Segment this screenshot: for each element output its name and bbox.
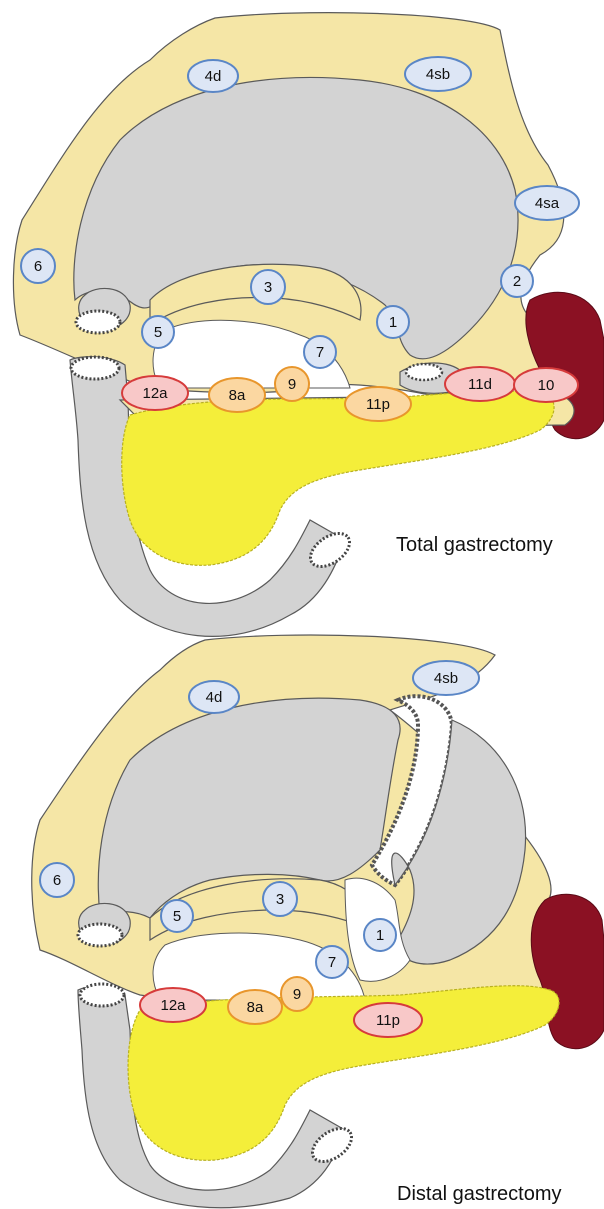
node-label: 3 bbox=[276, 891, 284, 908]
lymph-node-station-8a: 8a bbox=[209, 378, 265, 412]
lymph-node-station-8a: 8a bbox=[228, 990, 282, 1024]
lymph-node-station-9: 9 bbox=[275, 367, 309, 401]
node-label: 7 bbox=[316, 344, 324, 361]
caption-distal-gastrectomy: Distal gastrectomy bbox=[397, 1183, 562, 1205]
esophagus-lumen bbox=[406, 364, 442, 380]
node-label: 4d bbox=[205, 68, 222, 85]
node-label: 1 bbox=[376, 927, 384, 944]
lymph-node-station-11p: 11p bbox=[345, 387, 411, 421]
node-label: 4d bbox=[206, 689, 223, 706]
lymph-node-station-5: 5 bbox=[161, 900, 193, 932]
node-label: 12a bbox=[142, 385, 168, 402]
lymph-node-station-5: 5 bbox=[142, 316, 174, 348]
lymph-node-station-1: 1 bbox=[377, 306, 409, 338]
node-label: 4sb bbox=[426, 66, 450, 83]
lymph-node-station-12a: 12a bbox=[140, 988, 206, 1022]
lymph-node-station-4d: 4d bbox=[189, 681, 239, 713]
lymph-node-station-6: 6 bbox=[40, 863, 74, 897]
lymph-node-station-4sb: 4sb bbox=[405, 57, 471, 91]
node-label: 3 bbox=[264, 279, 272, 296]
lymph-node-station-6: 6 bbox=[21, 249, 55, 283]
node-label: 8a bbox=[247, 999, 264, 1016]
lymph-node-station-4sa: 4sa bbox=[515, 186, 579, 220]
lymph-node-station-4d: 4d bbox=[188, 60, 238, 92]
lymph-node-station-1: 1 bbox=[364, 919, 396, 951]
panel-distal-gastrectomy bbox=[32, 635, 604, 1208]
duodenum-lumen-top bbox=[80, 984, 124, 1006]
node-label: 9 bbox=[288, 376, 296, 393]
node-label: 11p bbox=[366, 396, 390, 413]
node-label: 5 bbox=[154, 324, 162, 341]
node-label: 6 bbox=[53, 872, 61, 889]
node-label: 11p bbox=[376, 1012, 400, 1029]
lymph-node-station-3: 3 bbox=[251, 270, 285, 304]
pylorus-lumen bbox=[76, 311, 120, 333]
node-label: 8a bbox=[229, 387, 246, 404]
node-label: 9 bbox=[293, 986, 301, 1003]
caption-total-gastrectomy: Total gastrectomy bbox=[396, 534, 553, 556]
node-label: 12a bbox=[160, 997, 186, 1014]
lymph-node-station-11d: 11d bbox=[445, 367, 515, 401]
node-label: 6 bbox=[34, 258, 42, 275]
node-label: 4sb bbox=[434, 670, 458, 687]
lymph-node-station-7: 7 bbox=[304, 336, 336, 368]
node-label: 5 bbox=[173, 908, 181, 925]
lymph-node-station-12a: 12a bbox=[122, 376, 188, 410]
node-label: 1 bbox=[389, 314, 397, 331]
lymph-node-station-2: 2 bbox=[501, 265, 533, 297]
node-label: 2 bbox=[513, 273, 521, 290]
duodenum-lumen-top bbox=[71, 357, 119, 379]
lymph-node-station-10: 10 bbox=[514, 368, 578, 402]
node-label: 10 bbox=[538, 377, 555, 394]
lymph-node-station-4sb: 4sb bbox=[413, 661, 479, 695]
lymph-node-station-7: 7 bbox=[316, 946, 348, 978]
node-label: 11d bbox=[468, 376, 492, 393]
pylorus-lumen bbox=[78, 924, 122, 946]
lymph-node-station-3: 3 bbox=[263, 882, 297, 916]
node-label: 4sa bbox=[535, 195, 560, 212]
lymph-node-station-11p: 11p bbox=[354, 1003, 422, 1037]
node-label: 7 bbox=[328, 954, 336, 971]
lymph-node-station-9: 9 bbox=[281, 977, 313, 1011]
